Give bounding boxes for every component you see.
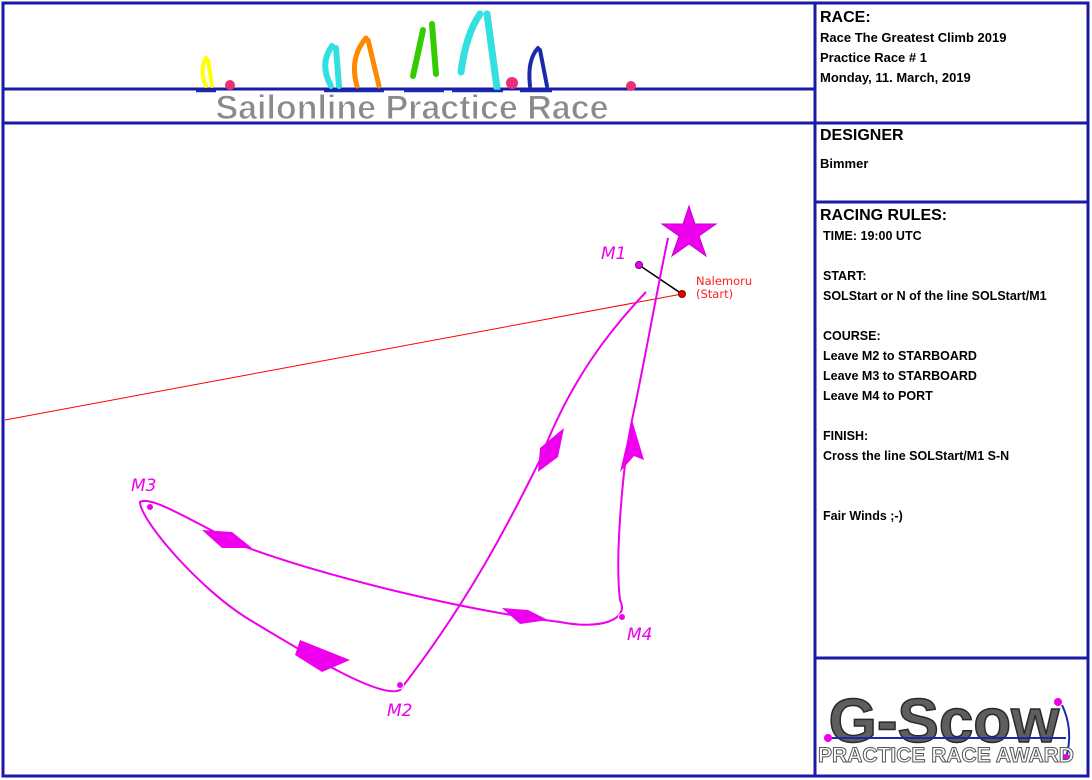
finish-star-icon — [660, 204, 718, 258]
mark-m4-label: M4 — [627, 625, 652, 645]
race-number: Practice Race # 1 — [820, 50, 927, 65]
rules-start-text: SOLStart or N of the line SOLStart/M1 — [823, 289, 1047, 303]
mark-m1-label: M1 — [601, 244, 626, 264]
header-banner: Sailonline Practice Race — [196, 10, 636, 128]
mark-labels: M1 M2 M3 M4 — [131, 244, 652, 721]
banner-dots — [225, 77, 636, 91]
mark-m4-dot — [618, 613, 626, 621]
rules-course-1: Leave M2 to STARBOARD — [823, 349, 977, 363]
rules-finish-heading: FINISH: — [823, 429, 869, 443]
course-arrows — [202, 420, 644, 672]
start-point — [678, 290, 686, 298]
arrow-leg-2 — [295, 640, 350, 672]
start-name-label: Nalemoru — [696, 274, 752, 288]
rules-closing: Fair Winds ;-) — [823, 509, 903, 523]
rules-finish-text: Cross the line SOLStart/M1 S-N — [823, 449, 1010, 463]
banner-title: Sailonline Practice Race — [215, 89, 608, 127]
designer-heading: DESIGNER — [820, 127, 904, 144]
award-subtitle: PRACTICE RACE AWARD — [818, 744, 1074, 767]
mark-m2-label: M2 — [387, 701, 412, 721]
award-logo: G-Scow PRACTICE RACE AWARD — [818, 686, 1075, 767]
course-map: Nalemoru (Start) M1 M2 M3 M4 — [4, 204, 752, 721]
start-bearing-line — [4, 293, 683, 421]
designer-name: Bimmer — [820, 156, 869, 171]
rules-panel: RACING RULES: TIME: 19:00 UTC START: SOL… — [820, 206, 1090, 526]
rules-course-2: Leave M3 to STARBOARD — [823, 369, 977, 383]
sail-icons — [200, 10, 549, 92]
mark-dots — [146, 261, 643, 689]
rules-heading: RACING RULES: — [820, 207, 948, 224]
start-sub-label: (Start) — [696, 287, 733, 301]
arrow-leg-1 — [538, 428, 564, 472]
course-route — [138, 237, 669, 693]
race-name: Race The Greatest Climb 2019 — [820, 30, 1007, 45]
mark-m1-dot — [635, 261, 643, 269]
award-ribbon-dots — [824, 698, 1070, 762]
rules-time: TIME: 19:00 UTC — [823, 229, 922, 243]
rules-start-heading: START: — [823, 269, 867, 283]
rules-course-heading: COURSE: — [823, 329, 881, 343]
award-ribbon — [828, 704, 1071, 759]
race-panel: RACE: Race The Greatest Climb 2019 Pract… — [820, 8, 1090, 88]
mark-m3-dot — [146, 503, 154, 511]
designer-panel: DESIGNER Bimmer — [820, 126, 1090, 174]
mark-m2-dot — [396, 681, 404, 689]
race-date: Monday, 11. March, 2019 — [820, 70, 971, 85]
arrow-leg-4 — [502, 608, 548, 624]
rules-course-3: Leave M4 to PORT — [823, 389, 933, 403]
mark-m3-label: M3 — [131, 476, 156, 496]
award-logo-text: G-Scow — [829, 687, 1061, 756]
arrow-leg-5 — [620, 420, 644, 472]
race-heading: RACE: — [820, 9, 871, 26]
arrow-leg-3 — [202, 530, 252, 548]
